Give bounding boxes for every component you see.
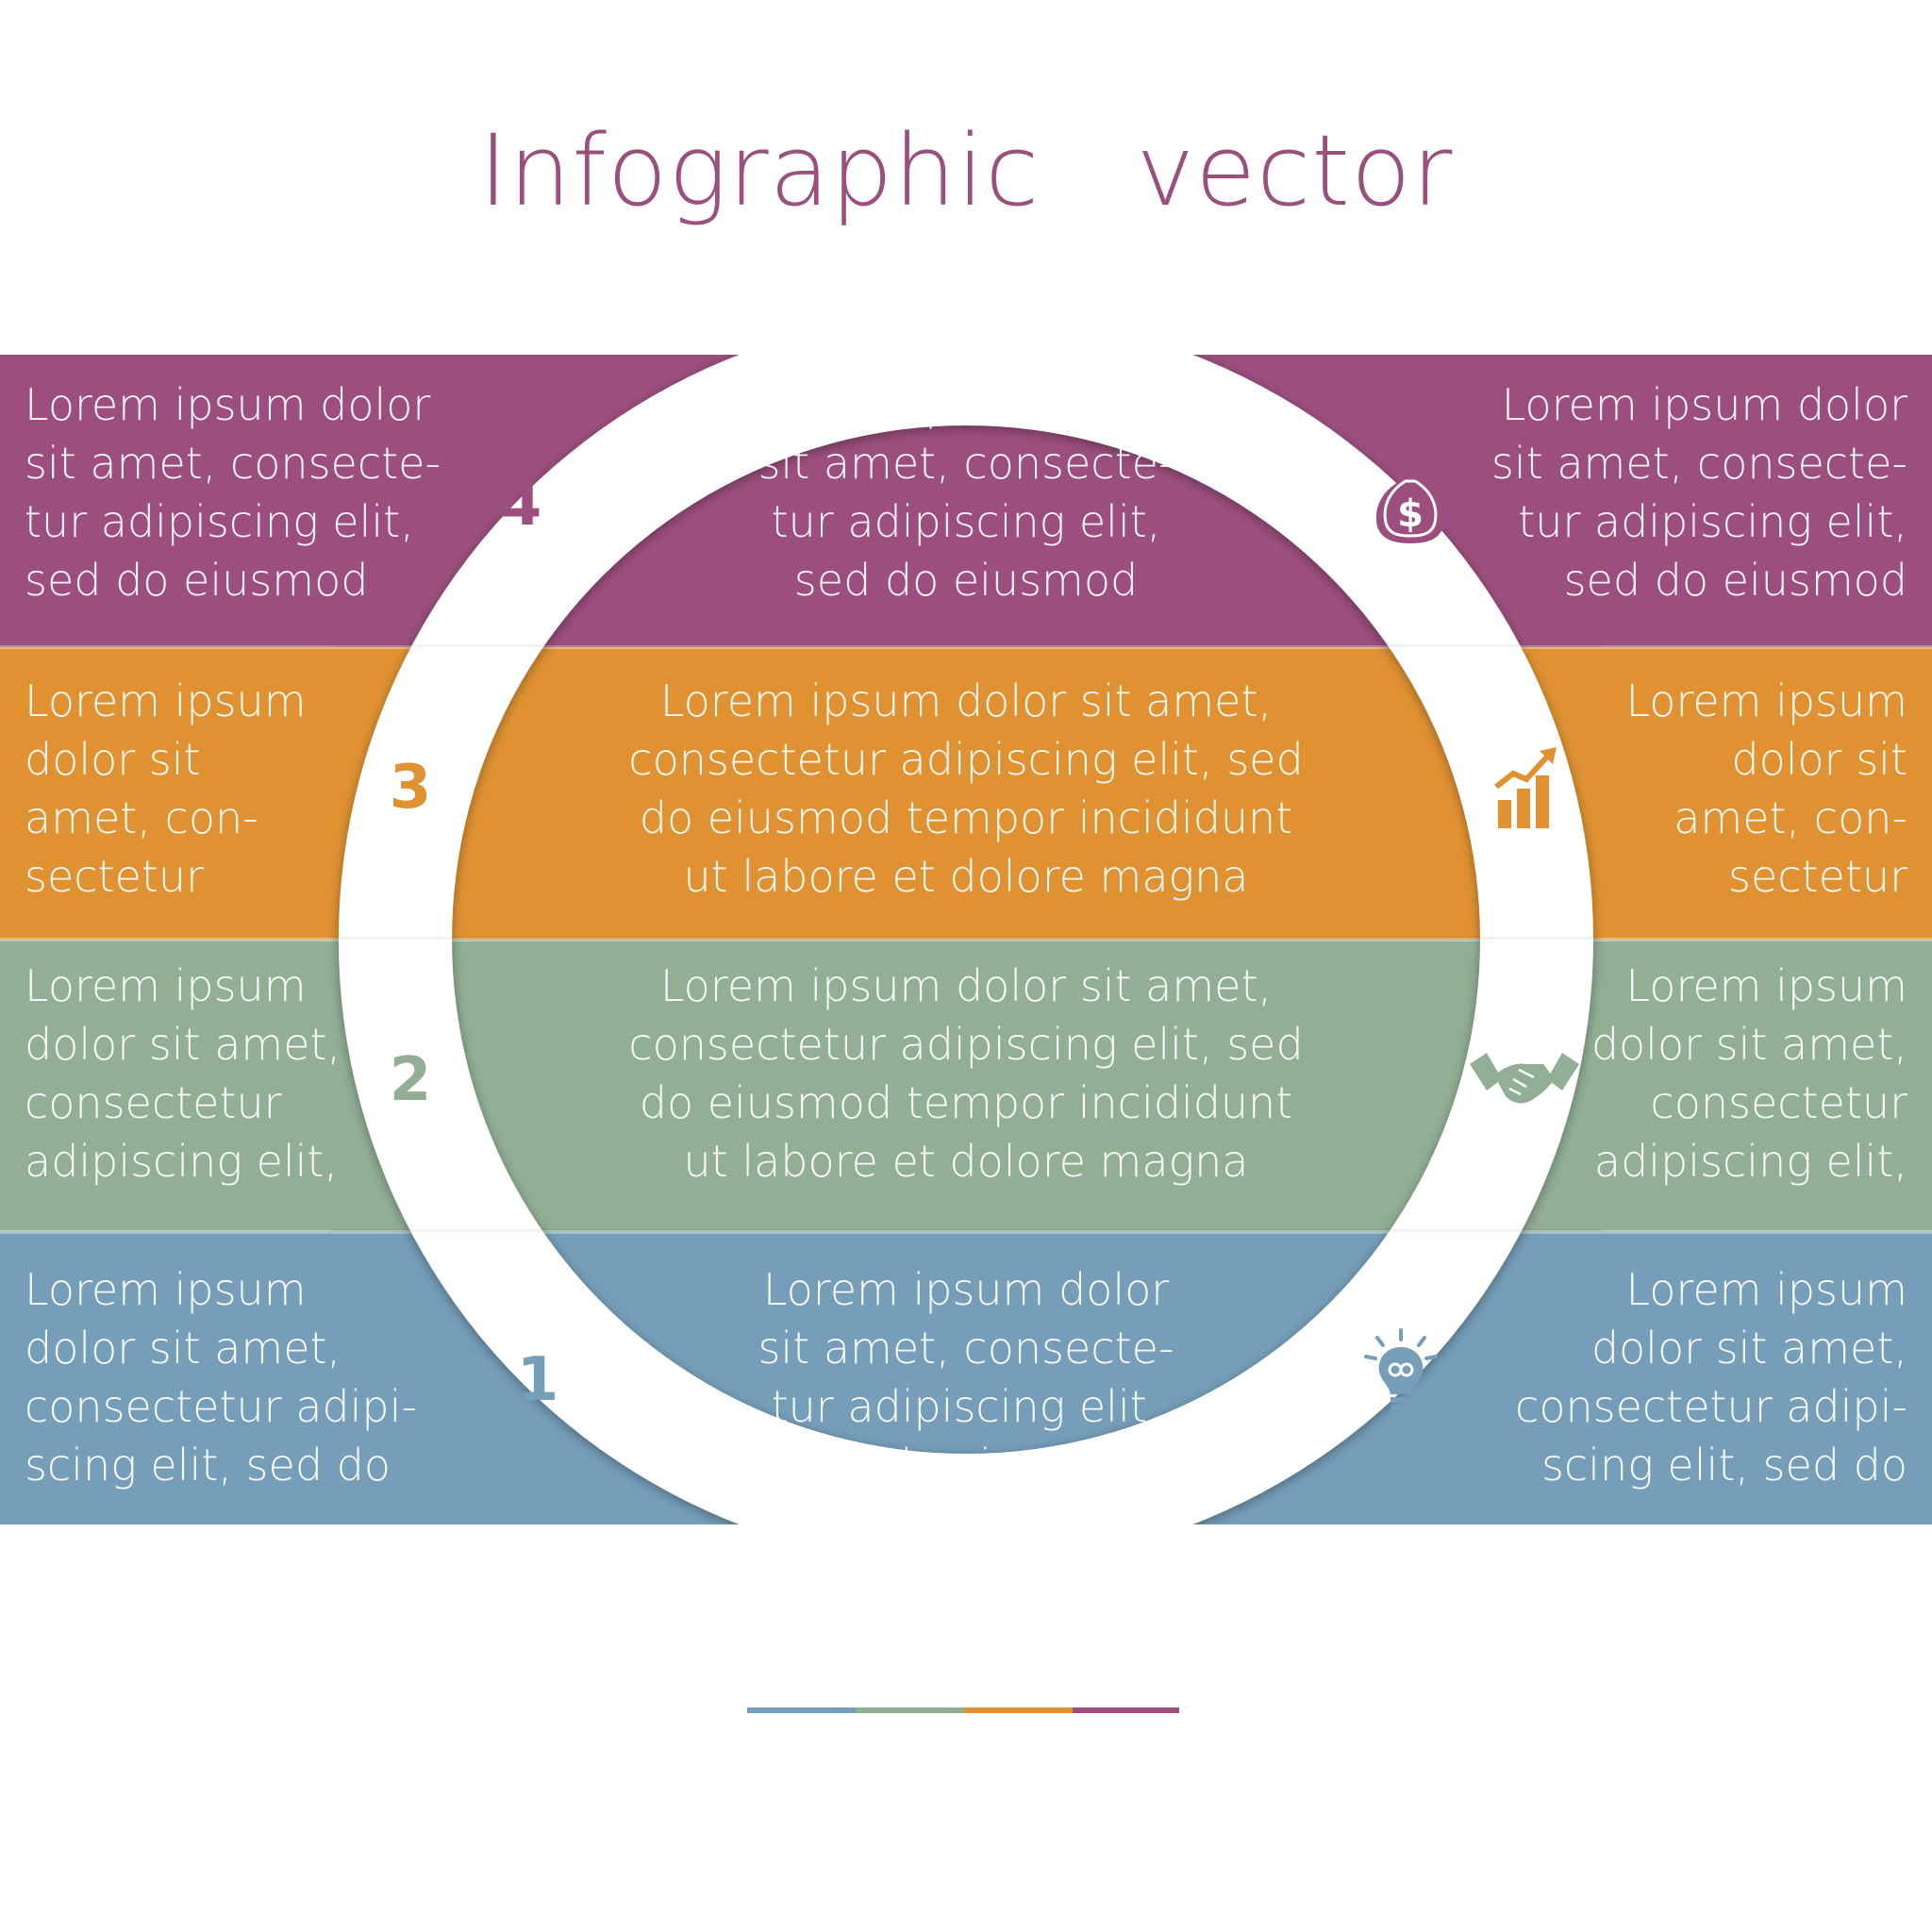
band-2-number: 2 [389, 1045, 432, 1115]
band-separator [0, 938, 1932, 941]
legend-strip-orange [964, 1707, 1073, 1713]
ring-separator [330, 644, 1602, 647]
band-2-right-text: Lorem ipsum dolor sit amet, consectetur … [1591, 960, 1907, 1187]
band-4-number: 4 [499, 470, 542, 540]
band-4-center-text: Lorem ipsum dolor sit amet, consecte- tu… [758, 379, 1174, 606]
band-3-right-text: Lorem ipsum dolor sit amet, con- sectetu… [1625, 675, 1907, 902]
band-2-fill [0, 940, 1932, 1232]
band-separator [0, 645, 1932, 649]
band-1-left-text: Lorem ipsum dolor sit amet, consectetur … [25, 1264, 417, 1491]
money-bag-icon: $ [1368, 453, 1453, 547]
band-1-center-text: Lorem ipsum dolor sit amet, consecte- tu… [758, 1264, 1174, 1491]
band-1-number: 1 [516, 1345, 559, 1415]
legend-strip-purple [1073, 1707, 1179, 1713]
band-4-left-text: Lorem ipsum dolor sit amet, consecte- tu… [25, 379, 441, 606]
svg-text:$: $ [1397, 492, 1424, 536]
page-title: Infographic vector [478, 113, 1454, 228]
ring-separator [330, 937, 1602, 940]
growth-chart-icon [1481, 741, 1566, 836]
legend-strip-green [856, 1707, 964, 1713]
band-3-number: 3 [389, 753, 432, 823]
handshake-icon [1468, 1041, 1581, 1136]
band-3-fill [0, 647, 1932, 940]
band-separator [0, 1230, 1932, 1234]
band-1-right-text: Lorem ipsum dolor sit amet, consectetur … [1515, 1264, 1907, 1491]
band-2-center-text: Lorem ipsum dolor sit amet, consectetur … [628, 960, 1304, 1187]
band-2-left-text: Lorem ipsum dolor sit amet, consectetur … [25, 960, 341, 1187]
lightbulb-icon [1358, 1328, 1443, 1423]
band-4-right-text: Lorem ipsum dolor sit amet, consecte- tu… [1491, 379, 1907, 606]
band-3-center-text: Lorem ipsum dolor sit amet, consectetur … [628, 675, 1304, 902]
ring-separator [330, 1229, 1602, 1232]
band-3-left-text: Lorem ipsum dolor sit amet, con- sectetu… [25, 675, 307, 902]
legend-strip-blue [747, 1707, 856, 1713]
